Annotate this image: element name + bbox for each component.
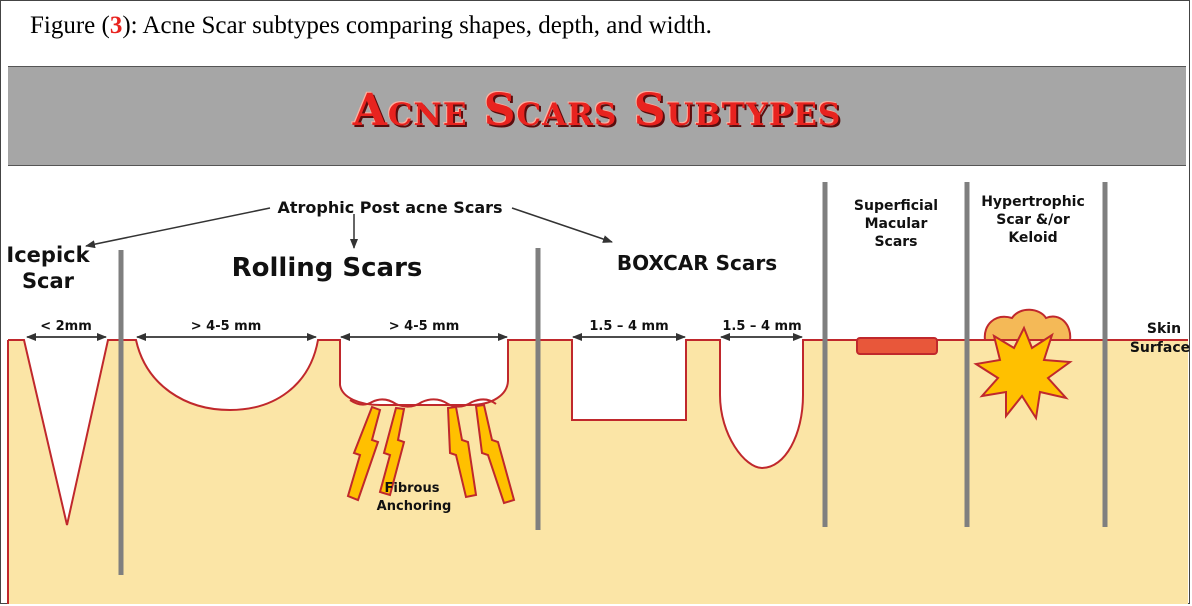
width-label-rolling-1: > 4-5 mm xyxy=(191,319,262,334)
superficial-label-line1: Superficial xyxy=(854,198,938,214)
arrow-to-icepick xyxy=(86,208,270,246)
width-label-icepick: < 2mm xyxy=(40,319,92,334)
skin-surface-label-line2: Surface xyxy=(1130,340,1190,356)
caption-prefix: Figure ( xyxy=(30,12,110,39)
skin-surface-label-line1: Skin xyxy=(1147,321,1181,337)
caption-number: 3 xyxy=(110,12,123,39)
caption-suffix: ): Acne Scar subtypes comparing shapes, … xyxy=(122,12,711,39)
fibrous-label-line2: Anchoring xyxy=(377,499,452,514)
banner-title: Acne Scars Subtypes xyxy=(8,85,1186,136)
scar-diagram: Atrophic Post acne Scars Icepick Scar Ro… xyxy=(0,170,1192,604)
arrow-to-boxcar xyxy=(512,208,612,242)
boxcar-label: BOXCAR Scars xyxy=(617,251,777,275)
icepick-label-line1: Icepick xyxy=(6,243,90,267)
rolling-label: Rolling Scars xyxy=(232,253,423,283)
fibrous-label-line1: Fibrous xyxy=(385,481,440,496)
width-label-boxcar-1: 1.5 – 4 mm xyxy=(589,319,668,334)
superficial-label-line3: Scars xyxy=(874,234,917,250)
superficial-label-line2: Macular xyxy=(865,216,928,232)
width-label-rolling-2: > 4-5 mm xyxy=(389,319,460,334)
width-label-boxcar-2: 1.5 – 4 mm xyxy=(722,319,801,334)
figure-caption: Figure (3): Acne Scar subtypes comparing… xyxy=(30,12,712,40)
hypertrophic-label-line3: Keloid xyxy=(1008,230,1057,246)
hypertrophic-label-line2: Scar &/or xyxy=(996,212,1070,228)
title-banner: Acne Scars Subtypes xyxy=(8,66,1186,166)
atrophic-group-label: Atrophic Post acne Scars xyxy=(277,198,502,217)
macular-scar-disc xyxy=(857,338,937,354)
icepick-label-line2: Scar xyxy=(22,269,75,293)
hypertrophic-label-line1: Hypertrophic xyxy=(981,194,1085,210)
